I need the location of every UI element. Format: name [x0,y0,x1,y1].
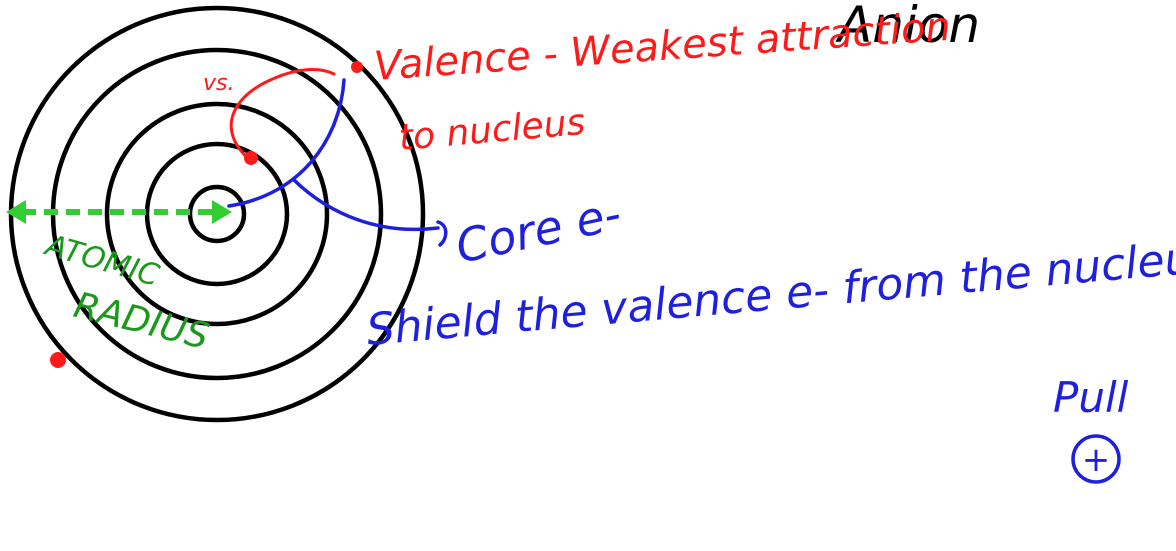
core-arrow-stroke [229,80,344,206]
core-electron-label: Core e- [451,186,626,274]
positive-nucleus-icon: + [1073,436,1119,482]
positive-symbol: + [1082,440,1111,480]
vs-label: vs. [203,71,234,96]
atomic-label: ATOMIC [40,227,163,293]
valence-label-line1: Valence - Weakest attraction [372,4,952,90]
valence-label-line2: to nucleus [397,102,587,159]
arrow-head-right [212,200,232,224]
electron-outer-dot [351,61,363,73]
electron-left-dot [50,352,66,368]
atomic-radius-arrow [6,200,232,224]
electron-inner-dot [244,151,258,165]
shield-arrow-hook [438,222,446,245]
shield-arrow-stroke [294,180,438,229]
pull-label: Pull [1053,373,1129,422]
